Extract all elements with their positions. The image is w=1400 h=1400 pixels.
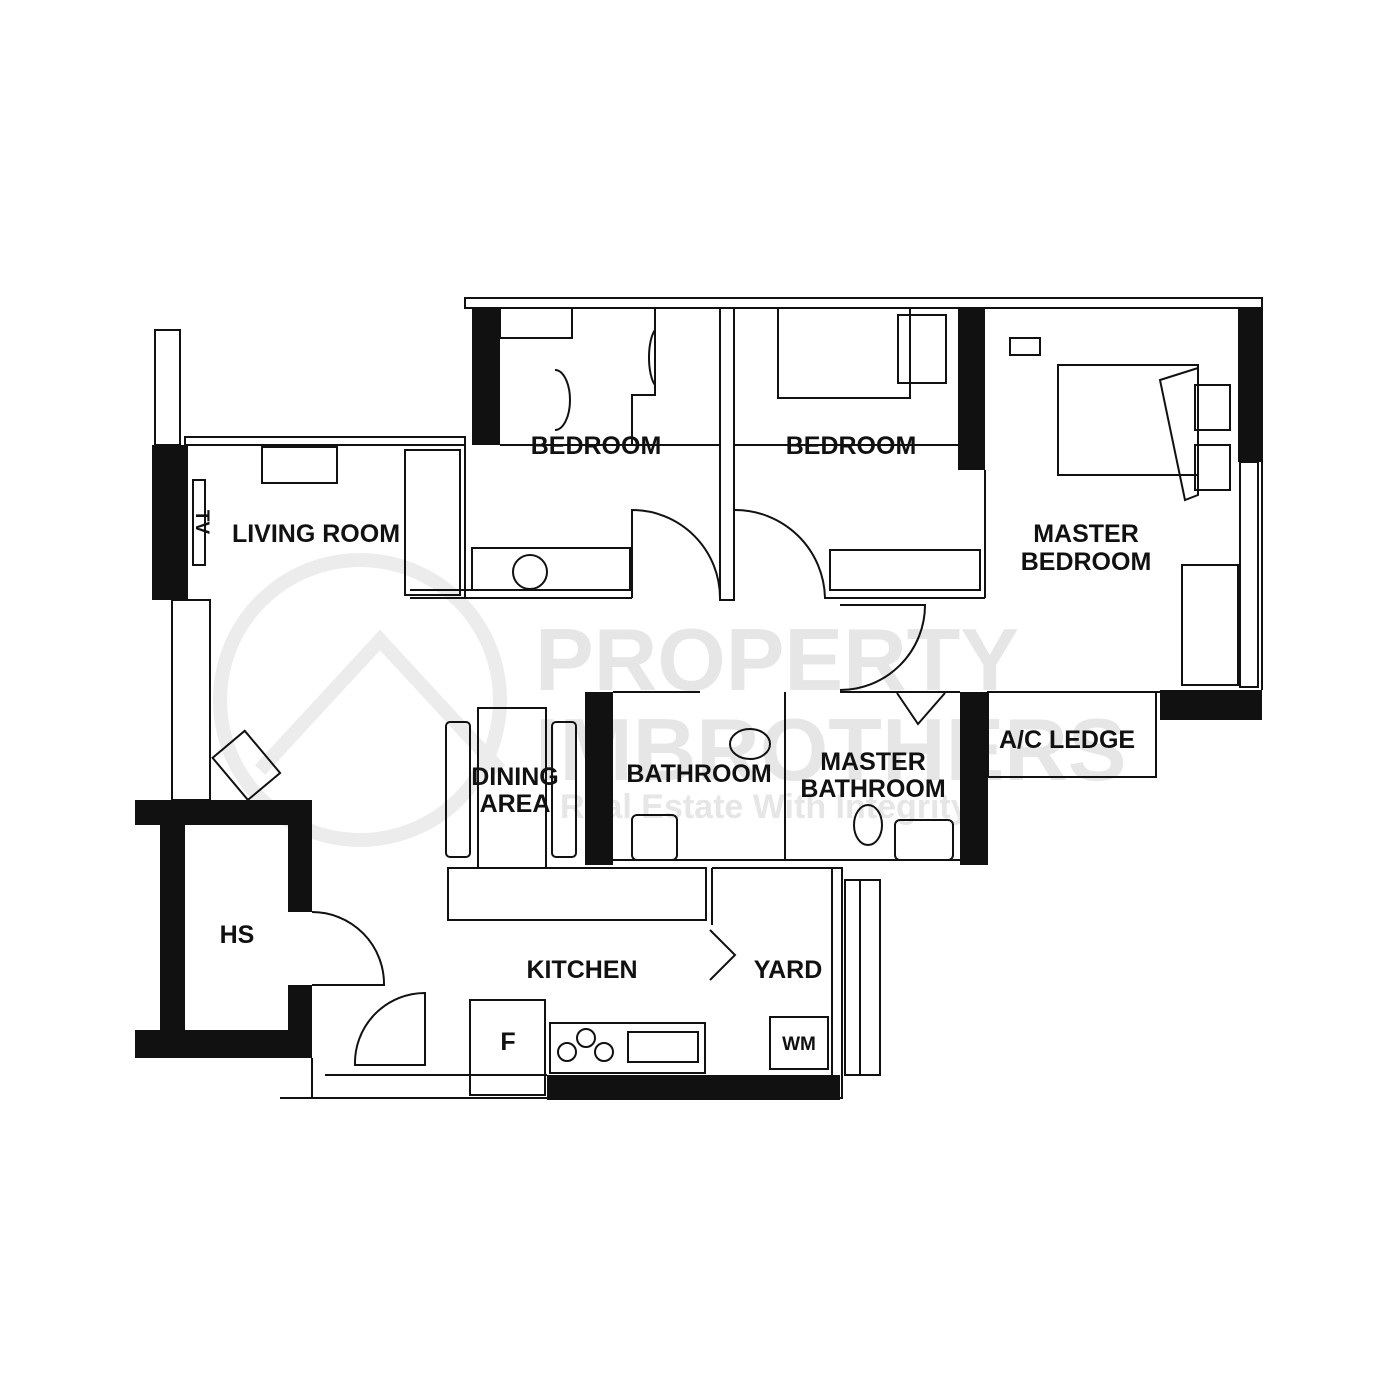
label-living-room: LIVING ROOM [232,520,400,548]
label-yard: YARD [754,956,823,984]
solid-walls [135,308,1262,1100]
label-kitchen: KITCHEN [526,956,637,984]
furniture: TV [191,307,1239,1096]
label-washing-machine: WM [782,1034,816,1055]
label-master-bedroom-1: MASTER [1033,520,1139,548]
label-master-bedroom-2: BEDROOM [1021,548,1152,576]
label-dining-1: DINING [471,763,559,791]
label-bedroom-1: BEDROOM [531,432,662,460]
label-hs: HS [220,921,255,949]
label-bedroom-2: BEDROOM [786,432,917,460]
label-ac-ledge: A/C LEDGE [999,726,1135,754]
tv-label: TV [191,510,212,535]
room-labels: BEDROOM BEDROOM MASTER BEDROOM LIVING RO… [220,432,1152,1056]
watermark-logo: PROPERTY IMBROTHERS Real Estate With Int… [213,553,1127,847]
label-master-bathroom-1: MASTER [820,748,926,776]
doors [311,508,946,1066]
label-dining-2: AREA [480,790,551,818]
label-master-bathroom-2: BATHROOM [800,775,945,803]
watermark-text-2: IMBROTHERS [535,700,1127,799]
label-bathroom: BATHROOM [626,760,771,788]
label-fridge: F [500,1028,515,1056]
